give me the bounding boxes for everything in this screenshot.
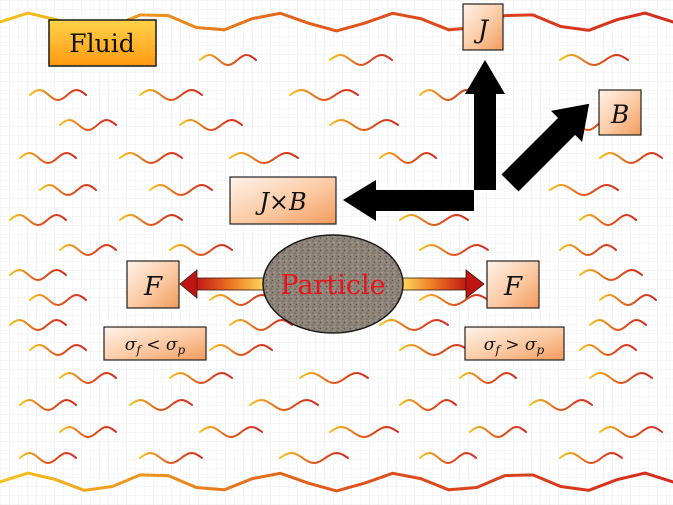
wave-line (249, 398, 319, 412)
wave-line (229, 151, 299, 165)
wave-line (29, 88, 87, 102)
force-box-left: F (126, 260, 180, 309)
particle-label: Particle (280, 270, 385, 301)
wave-line (599, 425, 663, 439)
wave-line (589, 318, 647, 332)
wave-line (469, 425, 527, 439)
condition-box-right: σf > σp (464, 326, 565, 361)
wave-line (119, 151, 183, 165)
wave-line (419, 451, 477, 465)
wave-line (19, 398, 77, 412)
wave-line (559, 451, 623, 465)
wave-line (289, 88, 359, 102)
wave-line (9, 268, 67, 282)
wave-line (29, 343, 87, 357)
wave-line (329, 53, 393, 67)
wave-line (579, 268, 643, 282)
wave-line (579, 343, 637, 357)
jxb-box: J×B (229, 176, 337, 225)
wave-line (459, 371, 517, 385)
wave-line (59, 118, 117, 132)
wave-line (169, 371, 233, 385)
wave-line (59, 425, 117, 439)
wave-line (9, 318, 67, 332)
wave-line (329, 118, 399, 132)
wave-line (229, 318, 293, 332)
jxb-label: J×B (254, 188, 306, 216)
wave-line (39, 183, 97, 197)
wave-line (419, 88, 477, 102)
wave-line (199, 53, 257, 67)
wave-line (419, 293, 489, 307)
b-label: B (610, 100, 629, 129)
condition-left: σf < σp (125, 335, 186, 357)
force-arrow-right (397, 269, 485, 299)
wave-line (199, 425, 263, 439)
jxb-arrow (343, 180, 474, 221)
condition-box-left: σf < σp (103, 326, 207, 361)
wave-line (179, 118, 243, 132)
wave-line (329, 425, 399, 439)
wave-line (599, 151, 663, 165)
wave-line (399, 343, 469, 357)
force-label-right: F (503, 272, 523, 302)
wave-line (59, 243, 117, 257)
wave-line (209, 343, 273, 357)
wave-line (29, 293, 87, 307)
wave-line (379, 318, 449, 332)
wave-line (279, 451, 349, 465)
wave-line (139, 451, 203, 465)
wave-line (209, 293, 273, 307)
wave-line (379, 151, 437, 165)
wave-line (19, 151, 77, 165)
j-arrow (465, 60, 505, 190)
condition-right: σf > σp (484, 335, 545, 357)
wave-line (529, 398, 593, 412)
wave-line (399, 213, 469, 227)
wave-line (0, 471, 673, 493)
wave-line (549, 183, 619, 197)
force-box-right: F (486, 260, 540, 309)
wave-line (19, 451, 77, 465)
wave-line (589, 371, 653, 385)
b-box: B (598, 89, 642, 136)
wave-line (419, 243, 489, 257)
wave-line (59, 371, 117, 385)
wave-line (169, 243, 233, 257)
fluid-label: Fluid (69, 29, 134, 58)
wave-line (149, 183, 213, 197)
wave-line (119, 213, 183, 227)
force-label-left: F (143, 272, 163, 302)
fluid-label-box: Fluid (48, 19, 157, 67)
wave-line (599, 293, 657, 307)
particle: Particle (262, 234, 404, 334)
wave-line (299, 371, 369, 385)
wave-line (559, 53, 629, 67)
fluid-wave-lines (0, 11, 673, 493)
wave-line (559, 243, 617, 257)
b-arrow (501, 103, 590, 192)
wave-line (399, 398, 457, 412)
wave-line (129, 398, 193, 412)
j-label: J (473, 15, 490, 44)
wave-line (9, 213, 67, 227)
j-box: J (462, 3, 504, 51)
wave-line (139, 88, 203, 102)
wave-line (579, 213, 637, 227)
